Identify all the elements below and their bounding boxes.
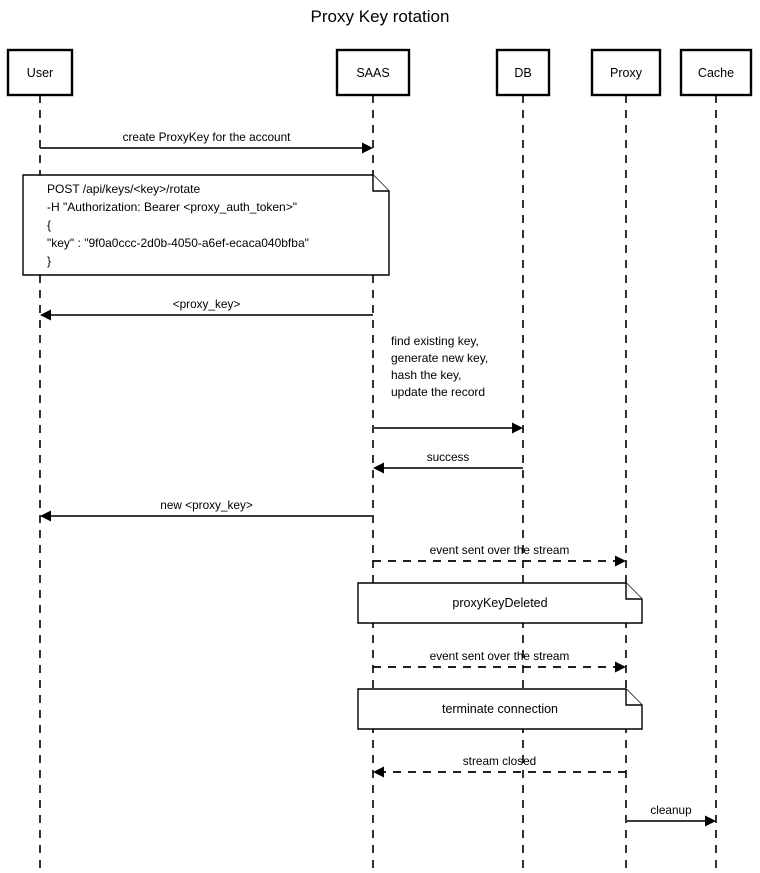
notes-layer: POST /api/keys/<key>/rotate -H "Authoriza…	[22, 174, 643, 730]
message-m3	[373, 422, 523, 434]
message-label-m1: create ProxyKey for the account	[123, 130, 292, 144]
message-m6: event sent over the stream	[373, 543, 626, 567]
message-arrowhead-m6	[615, 555, 626, 567]
message-m9: cleanup	[626, 803, 716, 827]
note-note-request: POST /api/keys/<key>/rotate -H "Authoriza…	[22, 174, 390, 276]
actor-box-user[interactable]	[6, 48, 74, 97]
actor-label-cache: Cache	[698, 66, 734, 80]
message-arrowhead-m9	[705, 815, 716, 827]
activity-line-saas-self-processing-0: find existing key,	[391, 334, 479, 348]
message-arrowhead-m7	[615, 661, 626, 673]
actor-box-proxy[interactable]	[590, 48, 662, 97]
message-label-m9: cleanup	[650, 803, 692, 817]
message-arrowhead-m1	[362, 142, 373, 154]
message-label-m6: event sent over the stream	[430, 543, 570, 557]
message-arrowhead-m2	[40, 309, 51, 321]
note-fold-corner-note-proxy-key-deleted	[625, 583, 642, 600]
actor-cache[interactable]: Cache	[679, 48, 753, 97]
note-fold-corner-note-terminate-connection	[625, 689, 642, 706]
note-line-note-request-1: -H "Authorization: Bearer <proxy_auth_to…	[47, 200, 297, 214]
message-arrowhead-m3	[512, 422, 523, 434]
lifelines-layer	[39, 95, 717, 873]
note-line-note-request-4: }	[47, 254, 51, 268]
message-label-m2: <proxy_key>	[173, 297, 241, 311]
message-label-m5: new <proxy_key>	[160, 498, 253, 512]
activity-line-saas-self-processing-2: hash the key,	[391, 368, 462, 382]
note-line-note-request-2: {	[47, 218, 51, 232]
actors-layer: User SAAS DB Proxy Cache	[6, 48, 753, 97]
message-m8: stream closed	[373, 754, 626, 778]
page-title: Proxy Key rotation	[311, 7, 450, 26]
message-arrowhead-m8	[373, 766, 384, 778]
note-line-note-proxy-key-deleted-0: proxyKeyDeleted	[452, 596, 547, 610]
actor-box-db[interactable]	[495, 48, 551, 97]
messages-layer: create ProxyKey for the account <proxy_ke…	[40, 130, 716, 827]
actor-saas[interactable]: SAAS	[335, 48, 411, 97]
message-arrowhead-m4	[373, 462, 384, 474]
actor-db[interactable]: DB	[495, 48, 551, 97]
activity-note-saas-self-processing: find existing key, generate new key, hash …	[391, 334, 488, 399]
activity-notes-layer: find existing key, generate new key, hash …	[391, 334, 488, 399]
actor-box-cache[interactable]	[679, 48, 753, 97]
note-line-note-terminate-connection-0: terminate connection	[442, 702, 558, 716]
note-line-note-request-0: POST /api/keys/<key>/rotate	[47, 182, 201, 196]
actor-label-db: DB	[514, 66, 531, 80]
note-note-terminate-connection: terminate connection	[357, 688, 643, 730]
note-note-proxy-key-deleted: proxyKeyDeleted	[357, 582, 643, 624]
message-label-m4: success	[427, 450, 470, 464]
actor-user[interactable]: User	[6, 48, 74, 97]
activity-line-saas-self-processing-3: update the record	[391, 385, 485, 399]
note-body-note-terminate-connection	[357, 688, 643, 730]
message-m1: create ProxyKey for the account	[40, 130, 373, 154]
actor-proxy[interactable]: Proxy	[590, 48, 662, 97]
actor-box-saas[interactable]	[335, 48, 411, 97]
message-label-m7: event sent over the stream	[430, 649, 570, 663]
activity-line-saas-self-processing-1: generate new key,	[391, 351, 488, 365]
note-body-note-request	[22, 174, 390, 276]
note-line-note-request-3: "key" : "9f0a0ccc-2d0b-4050-a6ef-ecaca04…	[47, 236, 309, 250]
actor-label-user: User	[27, 66, 53, 80]
message-m4: success	[373, 450, 523, 474]
actor-label-proxy: Proxy	[610, 66, 643, 80]
message-m5: new <proxy_key>	[40, 498, 373, 522]
note-fold-corner-note-request	[372, 175, 389, 192]
actor-label-saas: SAAS	[356, 66, 389, 80]
message-m7: event sent over the stream	[373, 649, 626, 673]
note-body-note-proxy-key-deleted	[357, 582, 643, 624]
message-label-m8: stream closed	[463, 754, 536, 768]
message-arrowhead-m5	[40, 510, 51, 522]
message-m2: <proxy_key>	[40, 297, 373, 321]
